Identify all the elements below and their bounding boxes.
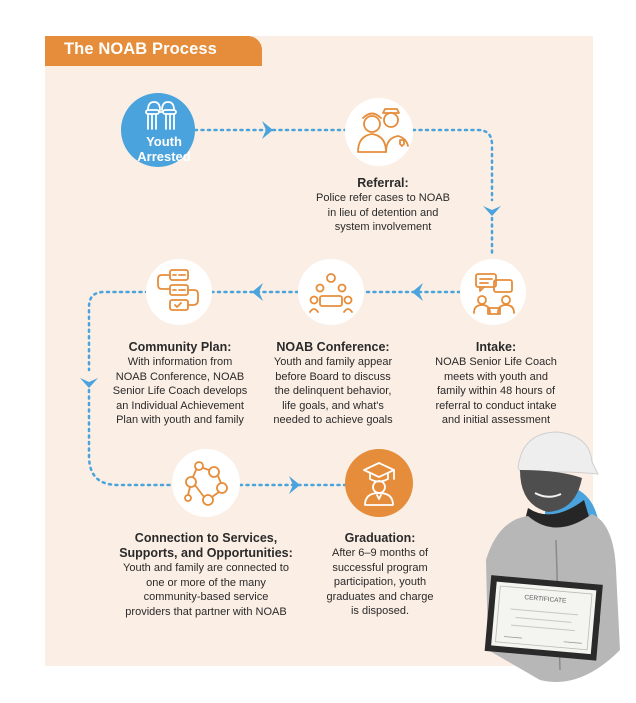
connection-line: providers that partner with NOAB xyxy=(125,605,287,618)
intake-line: and initial assessment xyxy=(441,414,551,426)
page-title: The NOAB Process xyxy=(64,40,217,58)
connection-line: community-based service xyxy=(143,591,269,603)
community-plan-line: an Individual Achievement xyxy=(116,399,244,412)
arrow-right-2 xyxy=(289,476,300,494)
board-meeting-icon xyxy=(309,273,353,313)
graduation-line: graduates and charge xyxy=(326,590,434,603)
conversation-icon xyxy=(473,273,515,315)
referral-line: in lieu of detention and xyxy=(327,206,439,219)
conference-line: needed to achieve goals xyxy=(273,414,393,426)
connector-to-connection xyxy=(87,388,172,487)
youth-arrested-line2: Arrested xyxy=(137,149,191,164)
conference-line: life goals, and what's xyxy=(282,399,384,412)
connection-step: Connection to Services, Supports, and Op… xyxy=(110,531,302,619)
youth-arrested-label: Youth Arrested xyxy=(129,134,199,164)
intake-title: Intake: xyxy=(475,340,517,354)
community-plan-title: Community Plan: xyxy=(128,340,232,354)
graduation-line: After 6–9 months of xyxy=(332,547,428,559)
graduation-step: Graduation: After 6–9 months of successf… xyxy=(322,531,438,619)
referral-circle xyxy=(345,98,413,166)
intake-line: referral to conduct intake xyxy=(435,399,557,412)
graduation-title: Graduation: xyxy=(344,531,416,545)
conference-line: the delinquent behavior, xyxy=(274,385,392,397)
certificate-heading: CERTIFICATE xyxy=(524,594,567,605)
graduation-line: participation, youth xyxy=(333,576,427,588)
community-plan-line: Plan with youth and family xyxy=(116,414,244,426)
police-officers-icon xyxy=(357,108,409,153)
intake-step: Intake: NOAB Senior Life Coach meets wit… xyxy=(421,340,571,428)
connection-line: Youth and family are connected to xyxy=(123,562,289,574)
community-plan-line: With information from xyxy=(127,356,233,368)
referral-line: Police refer cases to NOAB xyxy=(316,192,450,204)
arrow-right-1 xyxy=(262,121,273,139)
arrow-left-1 xyxy=(412,283,423,301)
graduation-line: successful program xyxy=(332,561,428,574)
arrow-left-2 xyxy=(252,283,263,301)
connection-title: Supports, and Opportunities: xyxy=(119,546,293,560)
connection-circle xyxy=(172,449,240,517)
graduation-line: is disposed. xyxy=(350,605,410,617)
connector-referral-to-intake xyxy=(411,128,494,202)
connection-line: one or more of the many xyxy=(146,576,266,589)
intake-line: NOAB Senior Life Coach xyxy=(435,356,557,368)
arrow-down-2 xyxy=(80,378,98,388)
connection-title: Connection to Services, xyxy=(134,531,278,545)
intake-line: meets with youth and xyxy=(444,370,548,383)
intake-line: family within 48 hours of xyxy=(437,385,555,397)
checklist-plan-icon xyxy=(157,269,199,311)
conference-circle xyxy=(298,259,364,325)
referral-step: Referral: Police refer cases to NOAB in … xyxy=(288,176,478,235)
referral-line: system involvement xyxy=(334,221,432,233)
arrow-down-1 xyxy=(483,206,501,216)
conference-step: NOAB Conference: Youth and family appear… xyxy=(258,340,408,428)
community-plan-line: Senior Life Coach develops xyxy=(112,385,248,397)
referral-title: Referral: xyxy=(357,176,409,190)
community-plan-line: NOAB Conference, NOAB xyxy=(115,370,245,383)
conference-line: Youth and family appear xyxy=(273,356,393,368)
conference-line: before Board to discuss xyxy=(275,370,391,383)
conference-title: NOAB Conference: xyxy=(276,340,390,354)
youth-arrested-line1: Youth xyxy=(146,134,182,149)
handcuffed-hands-icon xyxy=(145,101,177,130)
graduate-icon xyxy=(363,462,395,506)
youth-arrested-circle xyxy=(121,93,195,167)
network-connections-icon xyxy=(184,461,228,506)
community-plan-step: Community Plan: With information from NO… xyxy=(100,340,260,428)
certificate-frame: CERTIFICATE xyxy=(484,575,603,661)
title-banner xyxy=(45,36,262,66)
